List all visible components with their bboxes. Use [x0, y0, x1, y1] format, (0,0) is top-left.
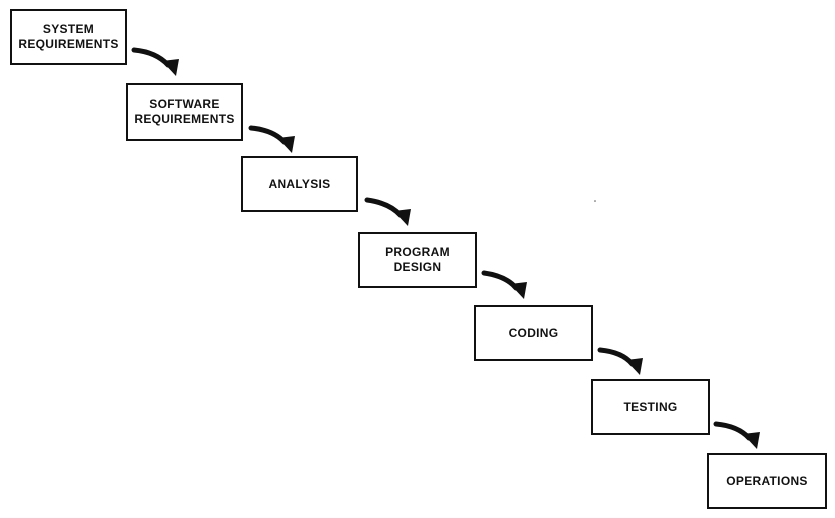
arrowhead-6 [743, 432, 760, 449]
arrowhead-5 [626, 358, 643, 375]
stage-testing: TESTING [591, 379, 710, 435]
flow-arrow-6 [713, 421, 752, 441]
flow-arrow-1 [131, 47, 171, 68]
flow-arrow-2 [248, 125, 287, 145]
stage-label: SYSTEM REQUIREMENTS [18, 22, 119, 51]
stage-software-requirements: SOFTWARE REQUIREMENTS [126, 83, 243, 141]
stage-label: ANALYSIS [268, 176, 331, 191]
stage-label: CODING [508, 325, 559, 340]
flow-arrow-3 [364, 197, 403, 218]
stage-coding: CODING [474, 305, 593, 361]
stage-system-requirements: SYSTEM REQUIREMENTS [10, 9, 127, 65]
stage-label: SOFTWARE REQUIREMENTS [134, 97, 235, 126]
arrowhead-4 [510, 282, 527, 299]
arrowhead-3 [394, 209, 411, 226]
stage-label: OPERATIONS [726, 473, 808, 488]
stage-label: PROGRAM DESIGN [385, 245, 450, 274]
flow-arrow-4 [481, 270, 519, 291]
stage-program-design: PROGRAM DESIGN [358, 232, 477, 288]
stage-operations: OPERATIONS [707, 453, 827, 509]
stage-label: TESTING [623, 399, 678, 414]
speck-dot [594, 200, 596, 202]
arrowhead-2 [278, 136, 295, 153]
arrowhead-1 [162, 59, 179, 76]
stage-analysis: ANALYSIS [241, 156, 358, 212]
flow-arrow-5 [597, 347, 635, 367]
